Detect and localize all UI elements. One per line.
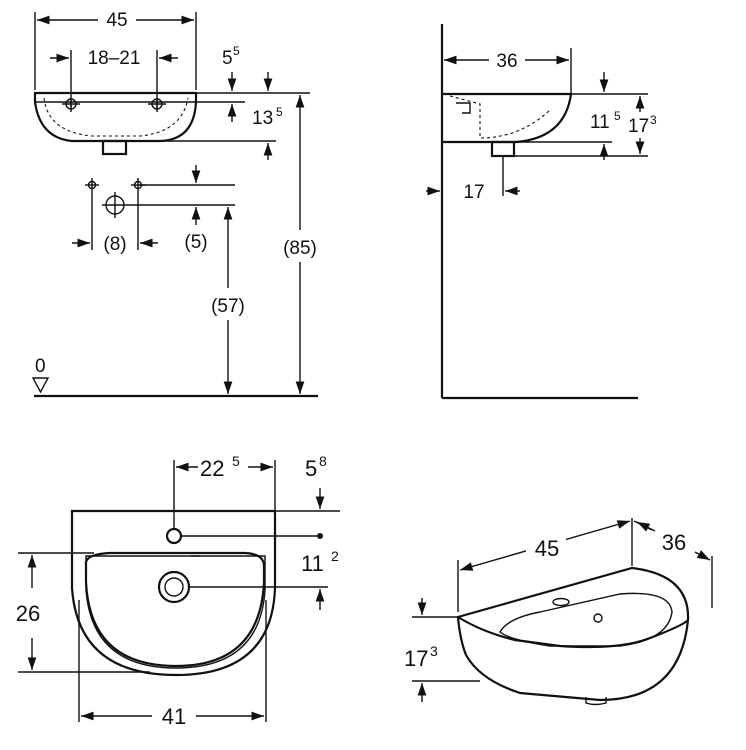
basin-perspective-outline [456,566,690,702]
basin-front-outline [33,91,198,143]
tap-spacing-label: 18–21 [88,48,141,69]
perspective-bowl [499,592,673,647]
svg-text:5: 5 [276,105,283,119]
perspective-depth-label: 36 [662,530,686,555]
svg-text:5: 5 [233,44,240,58]
floor-level-label: 0 [35,356,46,377]
svg-text:3: 3 [650,113,657,127]
waste-hole [157,570,191,604]
tap-offset-label: 22 [200,456,224,481]
basin-height-label: 13 [252,108,273,129]
supply-spacing-label: (8) [103,234,126,255]
floor-level-marker [31,377,50,394]
bowl-outline [84,551,266,668]
bowl-width-label: 41 [162,704,186,729]
supply-connection-left [85,178,99,192]
supply-offset-label: (5) [184,232,207,253]
svg-text:3: 3 [430,643,438,659]
perspective-view: 45 36 17 3 [404,518,713,706]
top-view: 22 5 5 8 11 2 26 41 [16,453,340,729]
perspective-width-label: 45 [535,536,559,561]
supply-height-label: (57) [211,296,245,317]
bowl-depth-label: 26 [16,601,40,626]
svg-text:5: 5 [232,453,240,469]
drain-connection [102,192,128,218]
svg-text:8: 8 [319,453,327,469]
side-view: 36 11 5 17 3 17 [426,24,657,400]
rim-to-tap-label: 5 [305,456,317,481]
depth-label: 36 [496,51,517,72]
tap-hole [165,527,183,545]
svg-text:2: 2 [331,548,339,564]
total-height-label: 17 [628,116,649,137]
rim-height-label: 11 [590,112,610,133]
width-label: 45 [106,10,127,31]
rim-offset-label: 5 [222,48,233,69]
basin-top-outline [70,509,277,677]
front-view: 45 18–21 5 5 13 5 [31,8,318,398]
side-waste-outlet [490,140,516,158]
tap-to-waste-label: 11 [301,551,324,576]
perspective-height-label: 17 [404,646,428,671]
svg-text:5: 5 [614,109,621,123]
waste-outlet [101,139,128,156]
mounting-height-label: (85) [283,238,317,259]
waste-offset-label: 17 [463,182,484,203]
